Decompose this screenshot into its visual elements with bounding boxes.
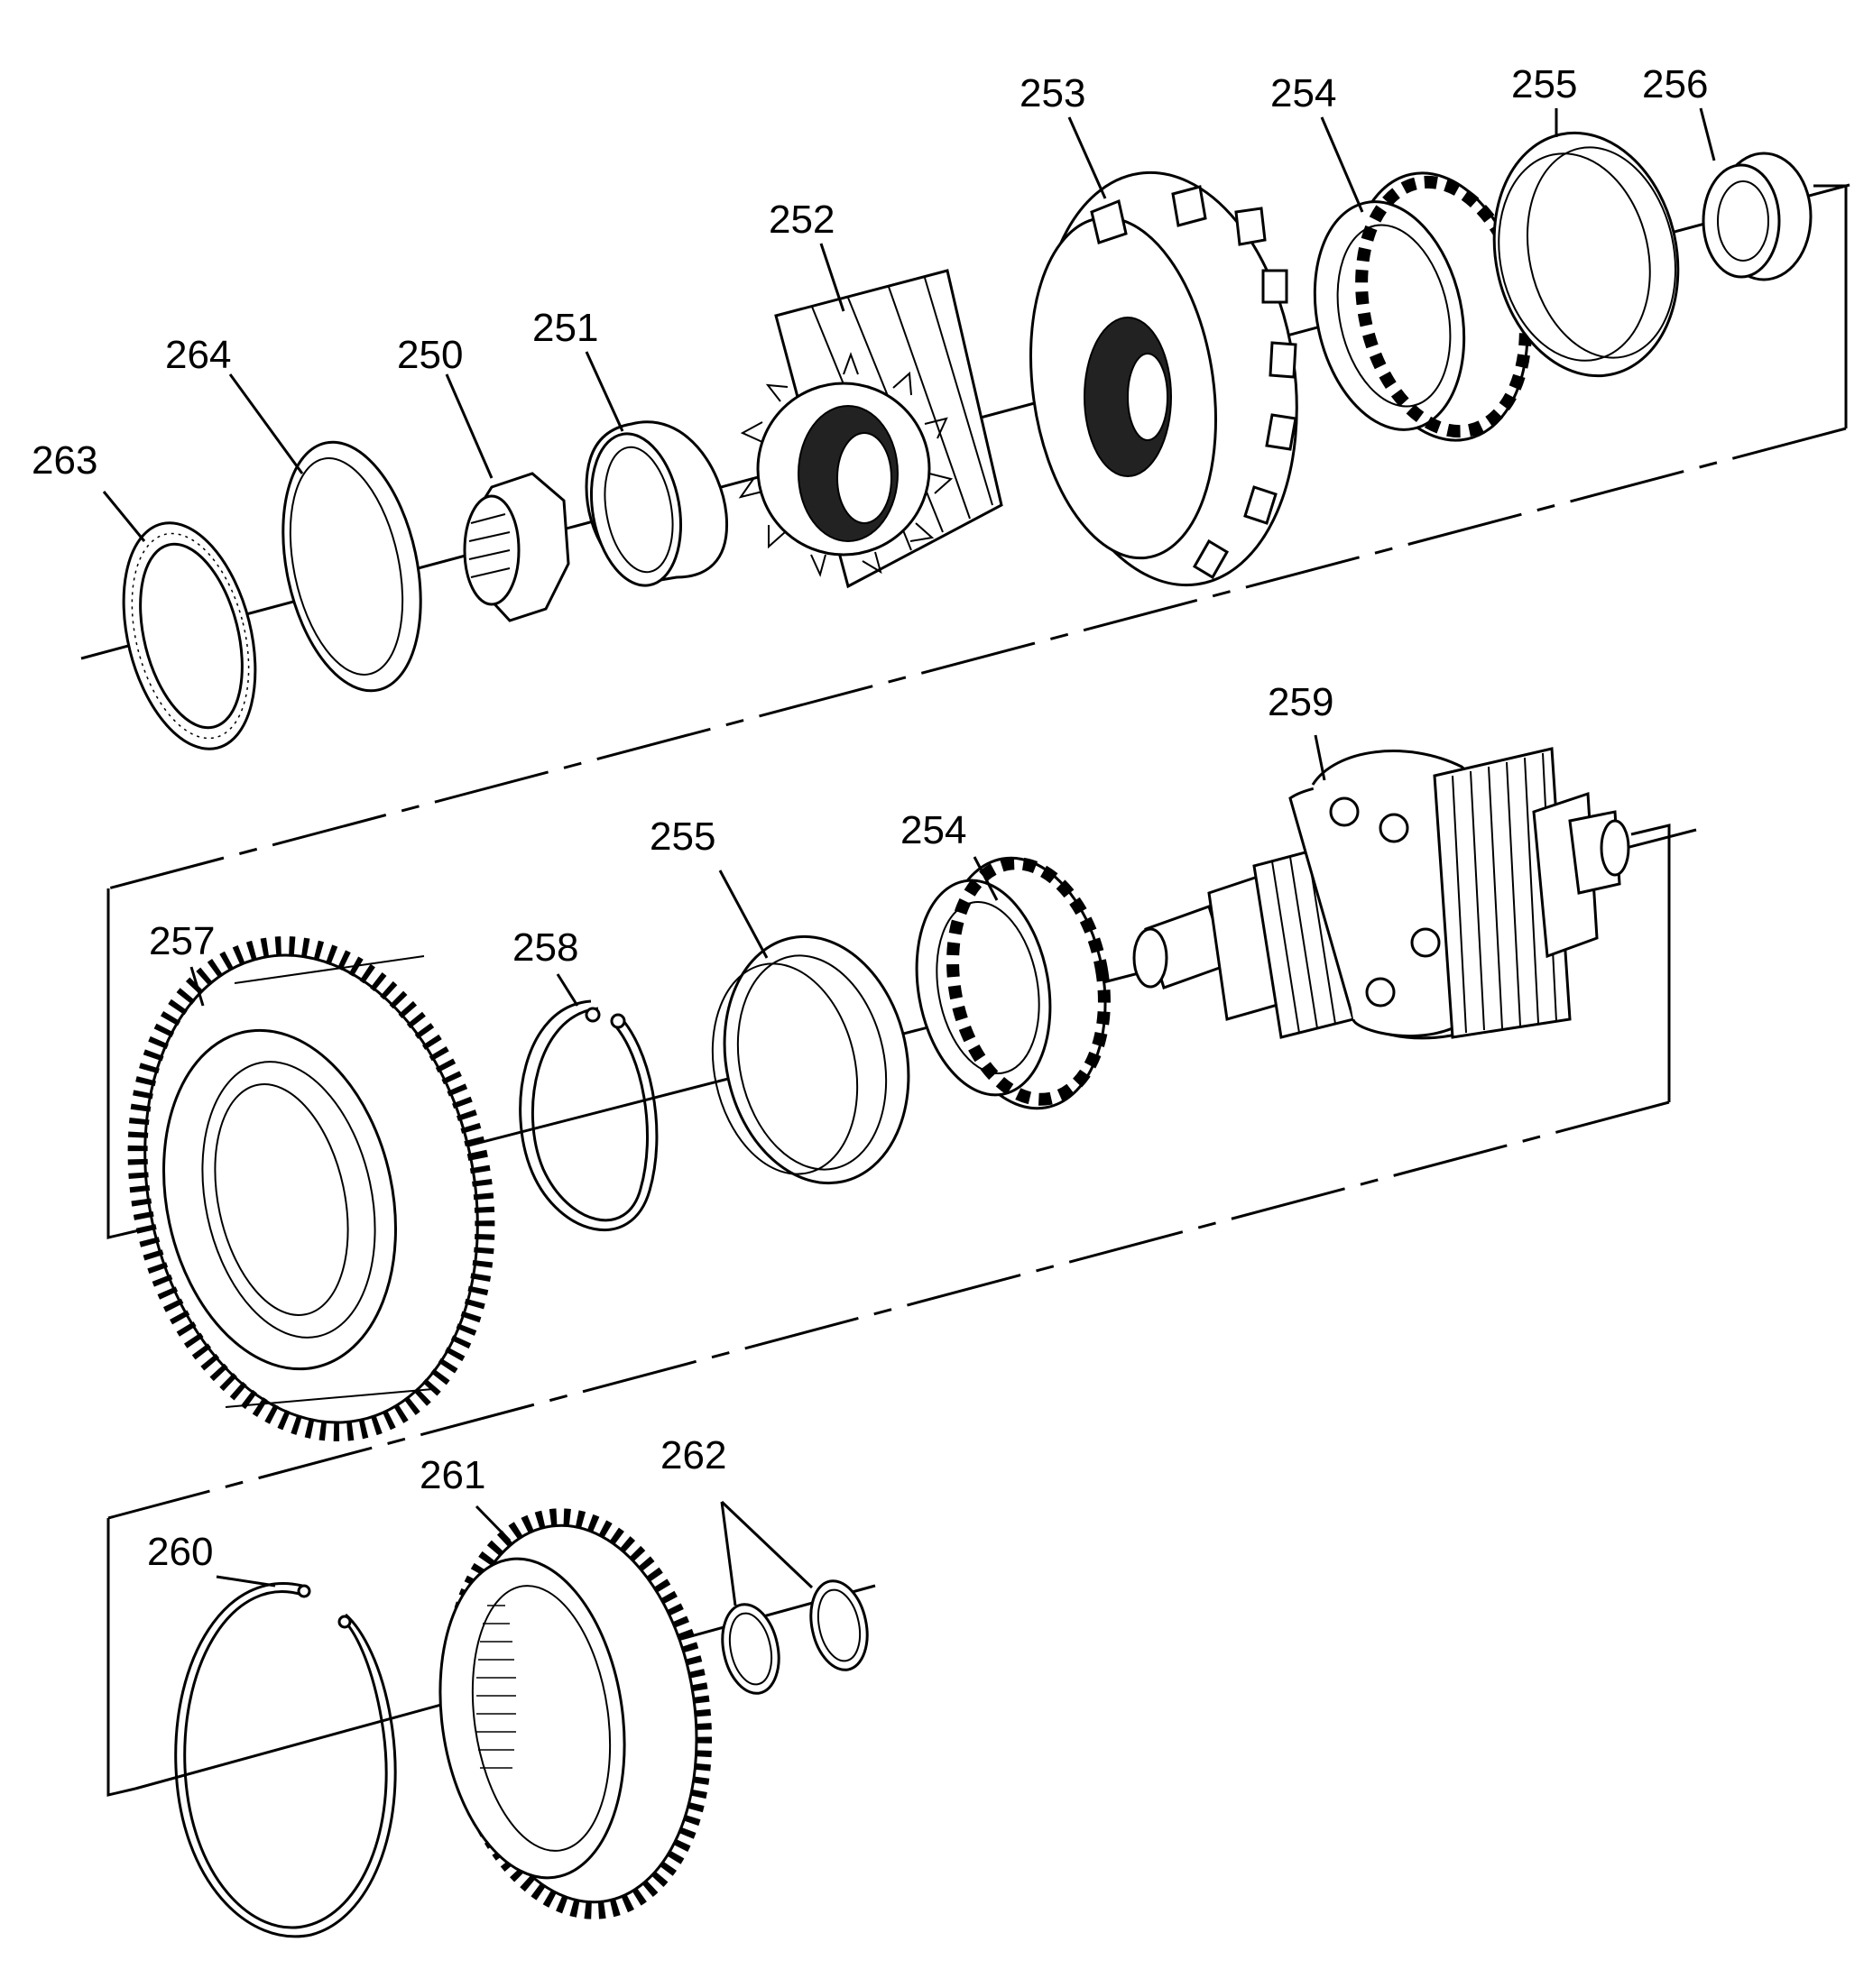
callout-256: 256 — [1642, 62, 1708, 106]
part-260-retaining-ring — [174, 1582, 397, 1938]
row-3-frame-left — [106, 1518, 136, 1797]
part-258-snap-ring — [519, 999, 659, 1232]
leader-261 — [475, 1505, 512, 1542]
callout-255: 255 — [1511, 62, 1577, 106]
row-3 — [106, 1508, 876, 1938]
callout-263: 263 — [32, 438, 97, 483]
part-264-thrust-washer — [281, 440, 422, 693]
row-2-dashed-connector — [107, 1100, 1670, 1520]
leader-262-a — [720, 1501, 737, 1606]
leader-251 — [585, 351, 624, 432]
callout-259: 259 — [1268, 680, 1333, 724]
leader-253 — [1067, 116, 1107, 199]
part-251-bearing-race — [585, 420, 729, 587]
row-1 — [80, 131, 1850, 890]
leader-263 — [102, 491, 146, 542]
leader-254 — [1320, 116, 1364, 213]
callout-254-b: 254 — [900, 808, 966, 852]
part-259-carrier-shaft — [1132, 747, 1630, 1040]
leader-254-b — [973, 856, 999, 901]
callout-255-b: 255 — [650, 815, 715, 859]
callout-251: 251 — [532, 306, 598, 350]
part-262-seal-rings — [721, 1579, 869, 1695]
callout-264: 264 — [165, 333, 231, 377]
callout-250: 250 — [397, 333, 463, 377]
part-256-seal — [1702, 152, 1813, 281]
leader-259 — [1314, 734, 1326, 781]
part-255-bearing-cup — [1492, 131, 1680, 378]
part-263-thrust-bearing — [122, 521, 257, 750]
part-255-bearing-cup-2 — [711, 934, 910, 1185]
part-257-helical-gear — [127, 936, 495, 1441]
leader-256 — [1699, 107, 1716, 161]
callout-261: 261 — [420, 1453, 485, 1497]
leader-250 — [445, 373, 494, 479]
part-250-nut — [463, 472, 570, 622]
leader-257 — [189, 966, 205, 1007]
callout-252: 252 — [769, 198, 835, 242]
row-1-frame-right — [1813, 184, 1848, 428]
part-261-ring-gear — [438, 1508, 713, 1919]
callout-262: 262 — [660, 1433, 726, 1477]
leader-255-b — [718, 870, 769, 959]
leader-264 — [228, 373, 304, 474]
row-2 — [106, 747, 1697, 1520]
part-253-drum — [1029, 170, 1298, 587]
callout-labels: 263 264 250 251 252 253 254 255 256 259 … — [32, 62, 1708, 1574]
callout-260: 260 — [147, 1530, 213, 1574]
callout-253: 253 — [1020, 71, 1085, 115]
row-2-frame-right — [1630, 824, 1671, 1102]
row-1-dashed-connector — [107, 427, 1847, 890]
leader-262-b — [720, 1500, 814, 1589]
leader-258 — [556, 973, 579, 1007]
part-252-helical-gear — [738, 269, 1003, 589]
part-254-roller-bearing-2 — [915, 856, 1111, 1110]
leader-252 — [819, 243, 845, 312]
callout-258: 258 — [512, 925, 578, 970]
leader-lines — [102, 107, 1716, 1606]
leader-260 — [216, 1575, 276, 1588]
callout-254: 254 — [1270, 71, 1336, 115]
row-2-frame-left — [106, 888, 136, 1239]
callout-257: 257 — [149, 919, 215, 963]
